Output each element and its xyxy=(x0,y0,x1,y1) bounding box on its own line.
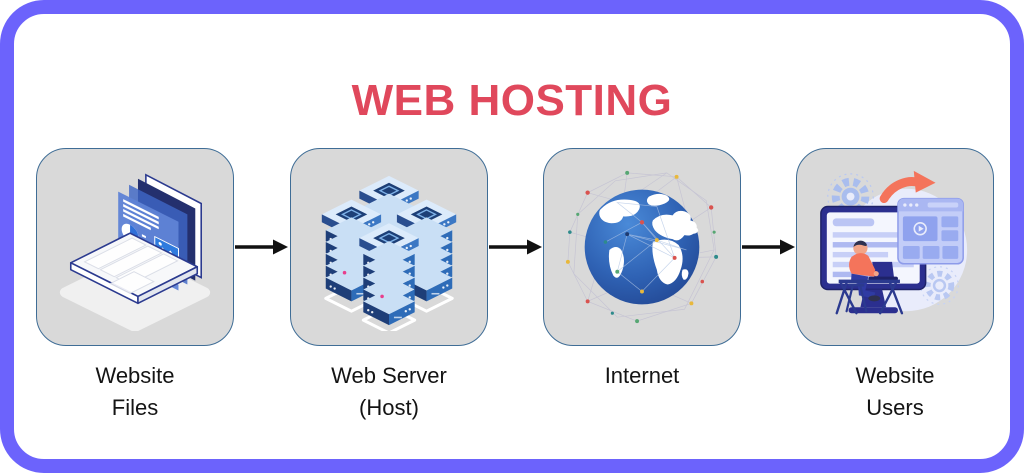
flow-arrow-1 xyxy=(235,239,288,255)
step-label-website-users: Website Users xyxy=(796,360,994,424)
step-box-website-files xyxy=(36,148,234,346)
step-box-website-users xyxy=(796,148,994,346)
label-line: Users xyxy=(866,395,924,420)
internet-globe-icon xyxy=(565,170,719,324)
label-line: Files xyxy=(111,395,159,420)
label-line: Website xyxy=(95,363,175,388)
step-label-internet: Internet xyxy=(543,360,741,392)
label-line: Internet xyxy=(604,363,680,388)
label-line: (Host) xyxy=(359,395,419,420)
step-box-web-server xyxy=(290,148,488,346)
flow-arrow-3 xyxy=(742,239,795,255)
flow-arrow-2 xyxy=(489,239,542,255)
website-users-icon xyxy=(820,170,968,315)
person-at-desk-icon xyxy=(835,240,904,315)
label-line: Web Server xyxy=(331,363,447,388)
browser-window-icon xyxy=(897,197,964,265)
step-box-internet xyxy=(543,148,741,346)
website-files-icon xyxy=(59,173,211,331)
step-label-website-files: Website Files xyxy=(36,360,234,424)
label-line: Website xyxy=(855,363,935,388)
diagram-title: WEB HOSTING xyxy=(351,76,673,125)
refresh-arrow-icon xyxy=(879,170,936,204)
step-label-web-server: Web Server (Host) xyxy=(290,360,488,424)
web-server-icon xyxy=(321,175,457,331)
